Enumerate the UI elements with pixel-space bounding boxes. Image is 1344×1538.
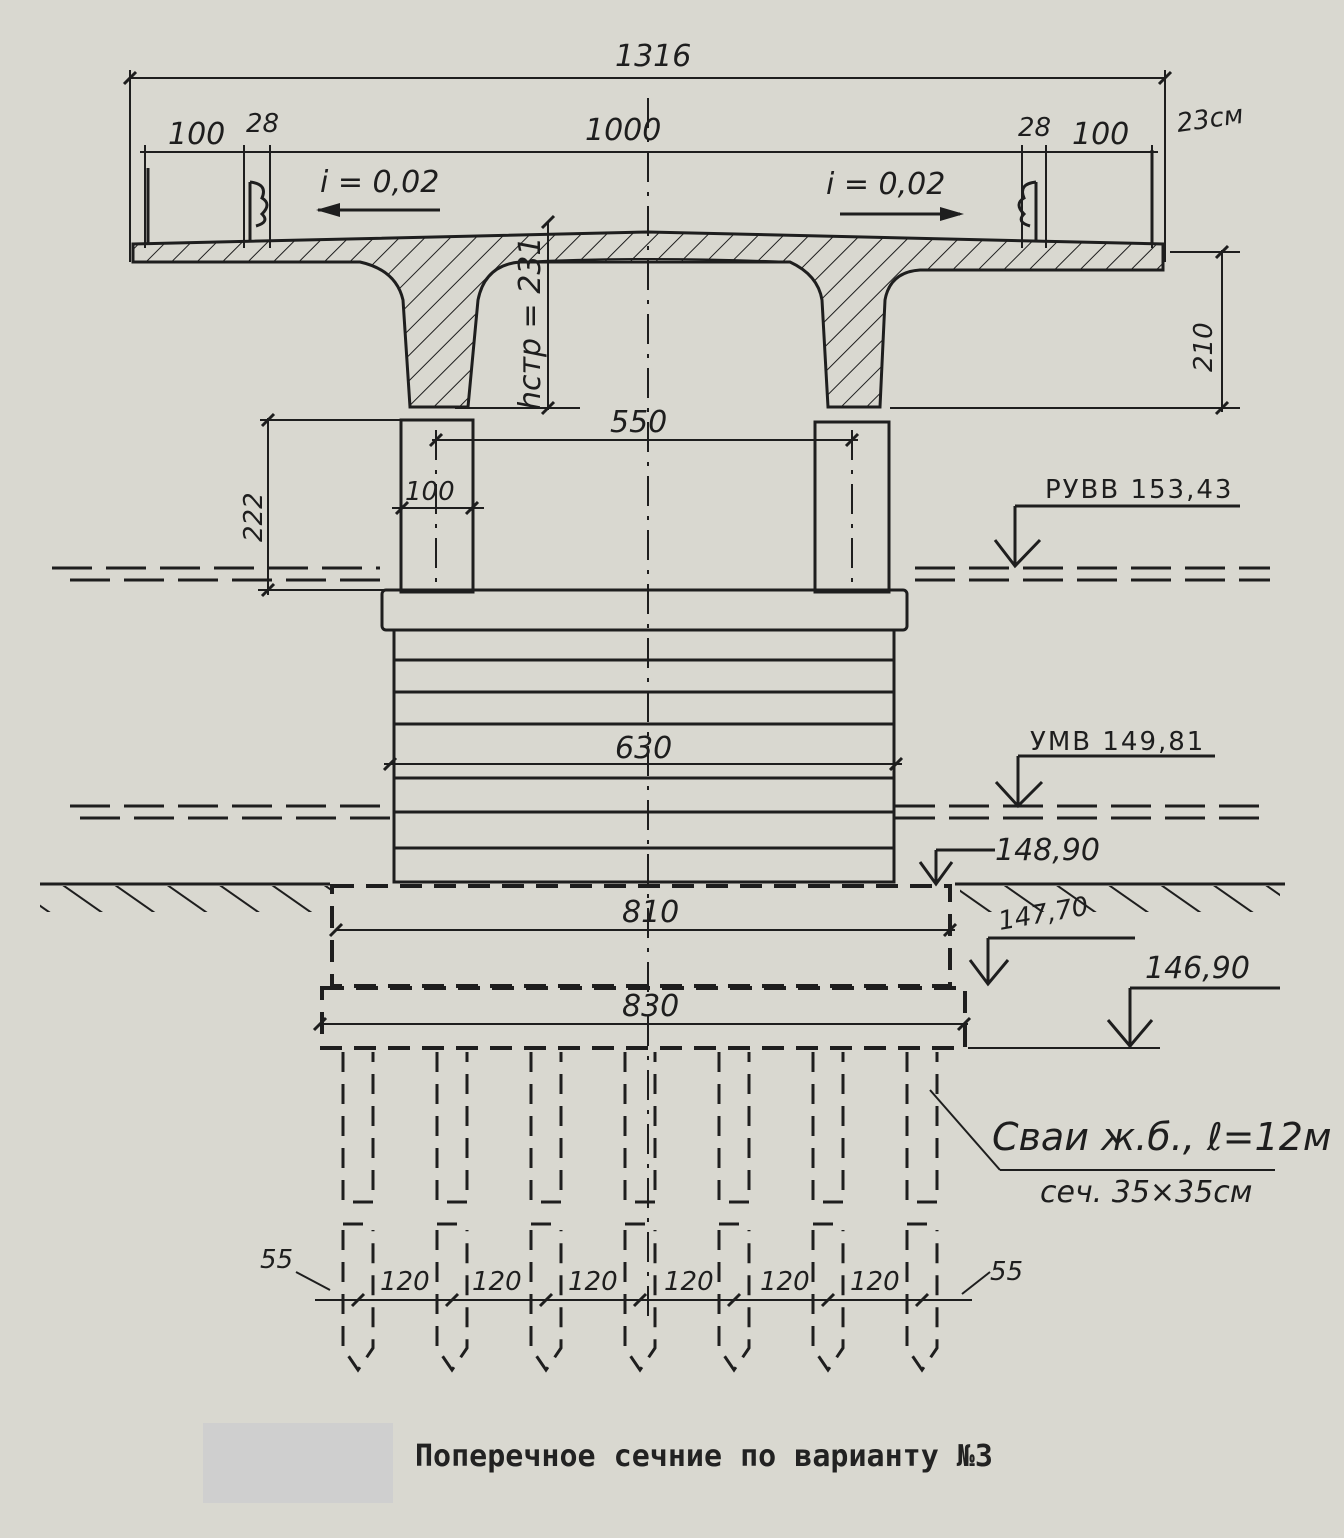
piles-note-line1: Сваи ж.б., ℓ=12м — [992, 1115, 1332, 1159]
dim-pile-spacing-4: 120 — [664, 1267, 714, 1297]
pile-spacing-dimension: 55 55 120 120 120 120 120 120 — [260, 1245, 1023, 1301]
dim-pier-spacing: 550 — [610, 405, 667, 440]
dim-structure-height: hстр = 231 — [513, 237, 548, 411]
level-umv: УМВ 149,81 — [1030, 727, 1205, 757]
redaction-box — [203, 1423, 393, 1503]
dim-pile-spacing-1: 120 — [380, 1267, 430, 1297]
dim-footing-bottom-width: 830 — [622, 989, 679, 1024]
dim-pier-height: 222 — [239, 492, 269, 542]
dim-pile-spacing-3: 120 — [568, 1267, 618, 1297]
slope-right: i = 0,02 — [826, 167, 945, 202]
dim-overall-width: 1316 — [615, 39, 691, 74]
ground-line: 148,90 — [40, 833, 1285, 912]
water-lines — [52, 566, 1270, 820]
dim-roadway: 1000 — [585, 113, 661, 148]
piles-note: Сваи ж.б., ℓ=12м сеч. 35×35см — [929, 1089, 1332, 1210]
dim-pile-spacing-2: 120 — [472, 1267, 522, 1297]
dim-height-right: 210 — [1189, 322, 1219, 372]
level-footing-bottom: 146,90 — [1145, 951, 1250, 986]
level-marker-umv: УМВ 149,81 — [994, 727, 1215, 809]
deck-slab — [131, 230, 1165, 409]
dim-cap-width: 630 — [615, 731, 672, 766]
pier-columns: 550 100 222 — [239, 405, 891, 598]
level-marker-ruvv: РУВВ 153,43 — [993, 475, 1240, 569]
dim-pile-spacing-5: 120 — [760, 1267, 810, 1297]
dim-footing-top-width: 810 — [622, 895, 679, 930]
pile-group — [341, 1052, 939, 1373]
superstructure: 1316 100 28 1000 28 100 23см i = 0,02 i … — [122, 39, 1245, 416]
pier-body: 630 — [380, 588, 909, 884]
dim-pile-edge-left: 55 — [260, 1245, 293, 1275]
dim-pile-edge-right: 55 — [990, 1257, 1023, 1287]
piles-note-line2: сеч. 35×35см — [1040, 1175, 1252, 1210]
level-ground: 148,90 — [995, 833, 1100, 868]
dim-pier-width: 100 — [405, 477, 455, 507]
footing: 810 830 147,70 146,90 — [312, 884, 1280, 1050]
pile — [623, 1052, 657, 1373]
slope-left: i = 0,02 — [320, 165, 439, 200]
dim-curb-left: 28 — [246, 109, 279, 139]
dim-side-left: 100 — [168, 117, 225, 152]
dim-side-right: 100 — [1072, 117, 1129, 152]
dim-pile-spacing-6: 120 — [850, 1267, 900, 1297]
dim-curb-right: 28 — [1018, 113, 1051, 143]
level-ruvv: РУВВ 153,43 — [1045, 475, 1233, 505]
drawing-caption: Поперечное сечние по варианту №3 — [415, 1439, 993, 1474]
